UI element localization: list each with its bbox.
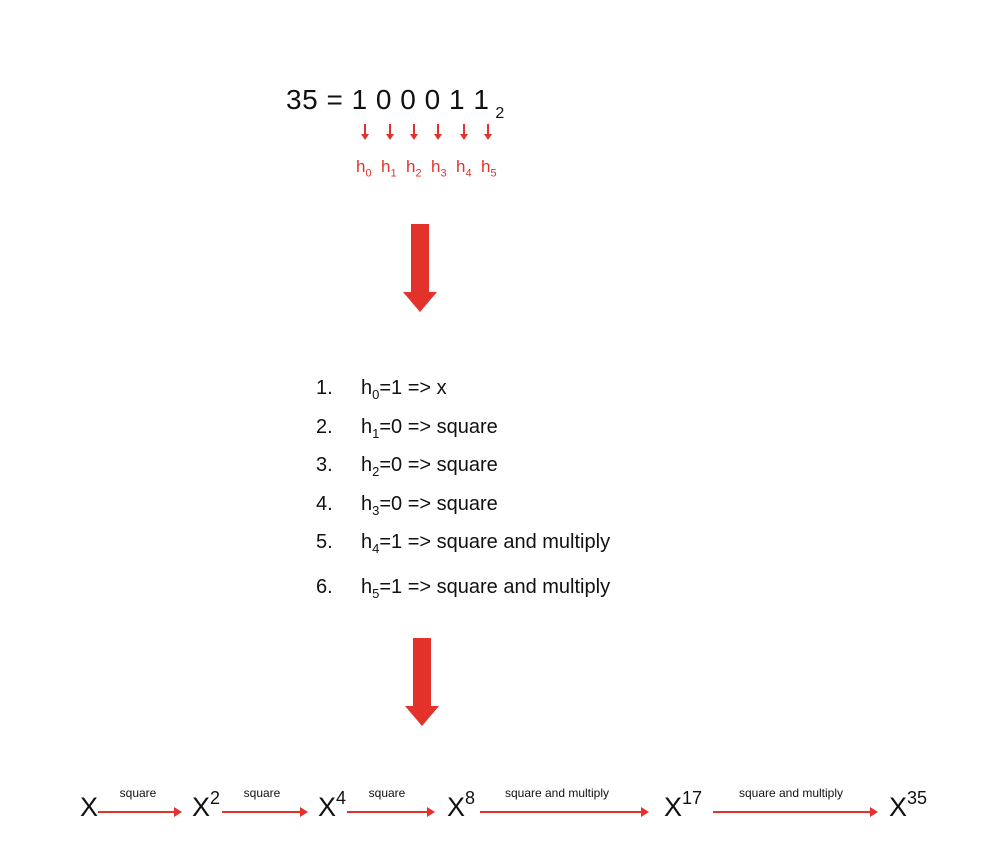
edge-label-4: square and multiply — [504, 786, 610, 800]
node-x8: X8 — [447, 788, 476, 822]
bit-arrow-icon — [410, 124, 418, 140]
step-5: 5.h4=1 => square and multiply — [316, 531, 611, 556]
edge-label-1: square — [119, 786, 157, 800]
edge-arrow-icon — [713, 807, 878, 817]
step-3: 3.h2=0 => square — [316, 454, 498, 479]
bit-arrow-icon — [484, 124, 492, 140]
down-arrow-icon — [405, 638, 439, 726]
node-x35: X35 — [889, 788, 928, 822]
decimal-value: 35 — [286, 84, 319, 115]
edge-label-3: square — [368, 786, 406, 800]
edge-label-5: square and multiply — [738, 786, 844, 800]
bit-arrow-icon — [434, 124, 442, 140]
binary-equation: 35 = 1 0 0 0 1 1 2 — [286, 84, 505, 122]
step-2: 2.h1=0 => square — [316, 416, 498, 441]
down-arrow-icon — [403, 224, 437, 312]
bit-label-h3: h3 — [431, 157, 447, 180]
bit-arrow-icon — [361, 124, 369, 140]
bit-label-h1: h1 — [381, 157, 397, 180]
bit-arrow-icon — [386, 124, 394, 140]
edge-arrow-icon — [480, 807, 649, 817]
edge-arrow-icon — [222, 807, 308, 817]
step-1: 1.h0=1 => x — [316, 377, 447, 402]
node-x4: X4 — [318, 788, 347, 822]
binary-digits: 1 0 0 0 1 1 — [351, 84, 490, 115]
edge-arrow-icon — [347, 807, 435, 817]
node-x17: X17 — [664, 788, 703, 822]
bit-label-h2: h2 — [406, 157, 422, 180]
step-4: 4.h3=0 => square — [316, 493, 498, 518]
edge-arrow-icon — [98, 807, 182, 817]
bit-label-h0: h0 — [356, 157, 372, 180]
edge-label-2: square — [243, 786, 281, 800]
node-x: X — [80, 792, 99, 822]
step-6: 6.h5=1 => square and multiply — [316, 576, 611, 601]
binary-base: 2 — [495, 105, 505, 122]
bit-label-h4: h4 — [456, 157, 472, 180]
equals-sign: = — [326, 84, 344, 115]
bit-arrow-icon — [460, 124, 468, 140]
bit-label-h5: h5 — [481, 157, 497, 180]
node-x2: X2 — [192, 788, 221, 822]
